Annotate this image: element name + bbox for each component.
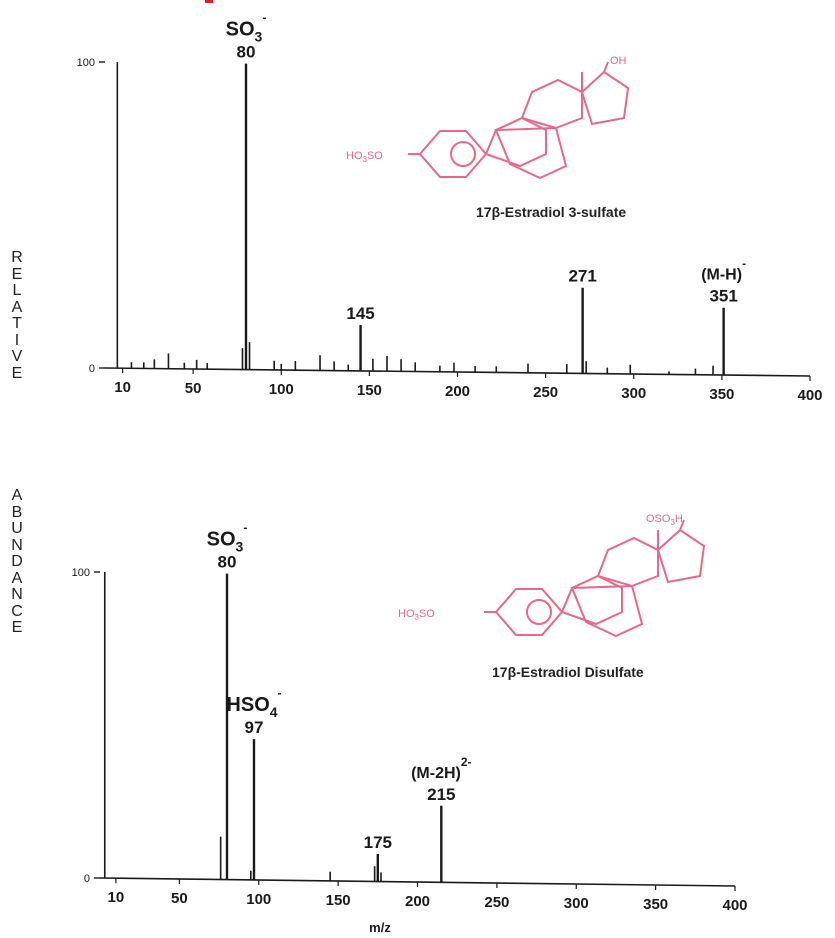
y-tick-label: 100 <box>72 567 90 579</box>
compound-label-estradiol-disulfate: 17β-Estradiol Disulfate <box>492 664 644 680</box>
x-tick-label: 350 <box>709 386 734 403</box>
ion-label-215: (M-2H)2- <box>411 755 471 782</box>
ion-label-80: SO3- <box>207 521 248 555</box>
x-tick-label: 50 <box>171 890 188 907</box>
x-tick-label: 400 <box>797 387 822 404</box>
x-tick-label: 10 <box>108 889 125 906</box>
estradiol-disulfate-structure <box>484 519 706 638</box>
peak-label-351: 351 <box>709 287 737 306</box>
peak-label-271: 271 <box>568 267 596 286</box>
x-tick-label: 150 <box>326 892 351 909</box>
structure-ho3so-label-bottom: HO3SO <box>398 608 435 622</box>
x-tick-label: 400 <box>722 897 747 914</box>
structure-oh-label: OH <box>610 55 627 67</box>
compound-label-estradiol-3-sulfate: 17β-Estradiol 3-sulfate <box>476 204 627 220</box>
structure-oso3h-label: OSO3H <box>646 513 683 527</box>
x-tick-label: 150 <box>357 382 382 399</box>
ion-label-80: SO3- <box>226 11 267 45</box>
red-corner-mark <box>205 0 213 3</box>
peak-label-145: 145 <box>346 304 374 323</box>
x-tick-label: 50 <box>185 380 202 397</box>
structure-ho3so-label-top: HO3SO <box>346 150 383 164</box>
y-axis-label-abundance: A B U N D A N C E <box>11 487 23 636</box>
ion-label-97: HSO4- <box>226 686 281 720</box>
x-tick-label: 200 <box>445 383 470 400</box>
x-tick-label: 250 <box>533 384 558 401</box>
y-tick-label: 0 <box>89 363 95 375</box>
x-tick-label: 100 <box>246 891 271 908</box>
y-axis-label-relative: R E L A T I V E <box>11 249 23 382</box>
peak-label-97: 97 <box>245 718 264 737</box>
y-tick-label: 100 <box>77 57 95 69</box>
x-tick-label: 350 <box>643 896 668 913</box>
x-tick-label: 300 <box>564 895 589 912</box>
peak-label-175: 175 <box>364 833 392 852</box>
peak-label-215: 215 <box>427 785 455 804</box>
x-tick-label: 300 <box>621 385 646 402</box>
x-tick-label: 100 <box>269 381 294 398</box>
x-tick-label: 10 <box>114 379 131 396</box>
x-tick-label: 250 <box>484 894 509 911</box>
x-tick-label: 200 <box>405 893 430 910</box>
x-axis-label: m/z <box>369 920 391 935</box>
estradiol-3-sulfate-structure <box>408 61 630 180</box>
peak-label-80: 80 <box>237 43 256 62</box>
ion-label-351: (M-H)- <box>701 257 746 284</box>
y-tick-label: 0 <box>84 873 90 885</box>
peak-label-80: 80 <box>218 553 237 572</box>
